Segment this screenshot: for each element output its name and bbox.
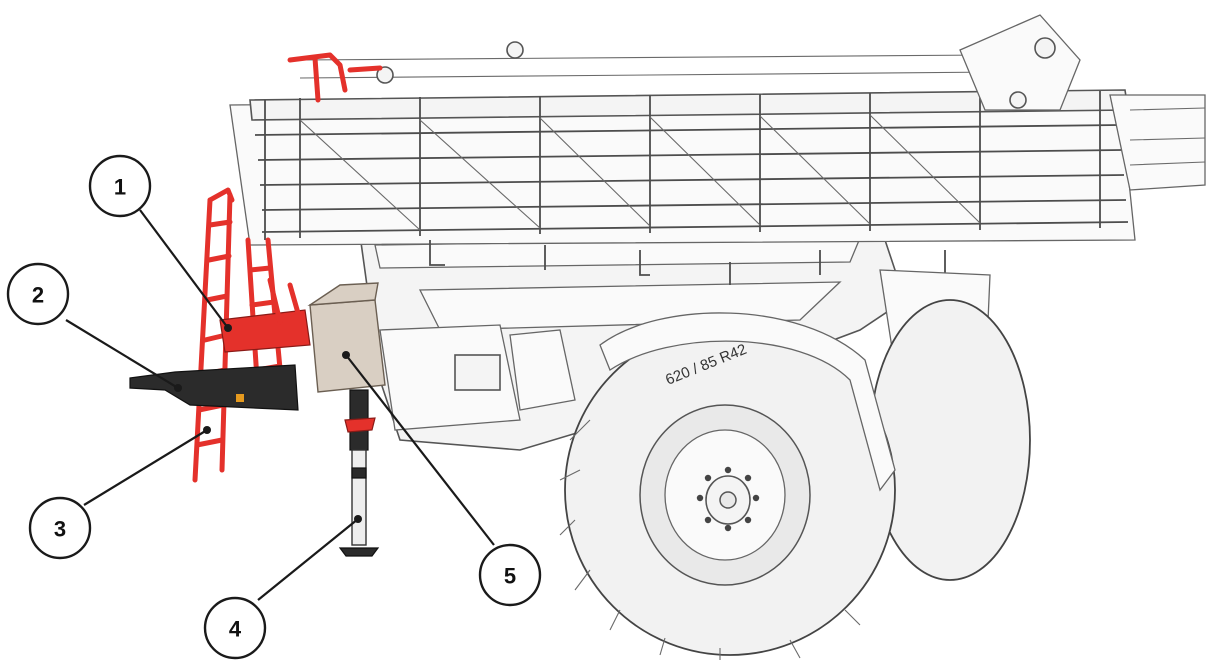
callout-number: 3: [54, 517, 66, 542]
spreader-body: [229, 14, 1206, 451]
leader-lines: [65, 209, 495, 601]
callout-3: 3: [28, 496, 92, 560]
support-stand: [338, 389, 380, 557]
callout-4: 4: [203, 596, 267, 660]
storage-box: [307, 282, 386, 393]
callout-2: 2: [6, 262, 70, 326]
callout-number: 5: [504, 564, 516, 589]
drawbar: [129, 364, 299, 411]
callout-1: 1: [88, 154, 152, 218]
wheel: 620 / 85 R42: [559, 299, 1031, 660]
callout-number: 4: [229, 617, 242, 642]
platform-railing: [219, 52, 383, 353]
callout-number: 1: [114, 175, 126, 200]
callout-number: 2: [32, 283, 44, 308]
callout-5: 5: [478, 543, 542, 607]
